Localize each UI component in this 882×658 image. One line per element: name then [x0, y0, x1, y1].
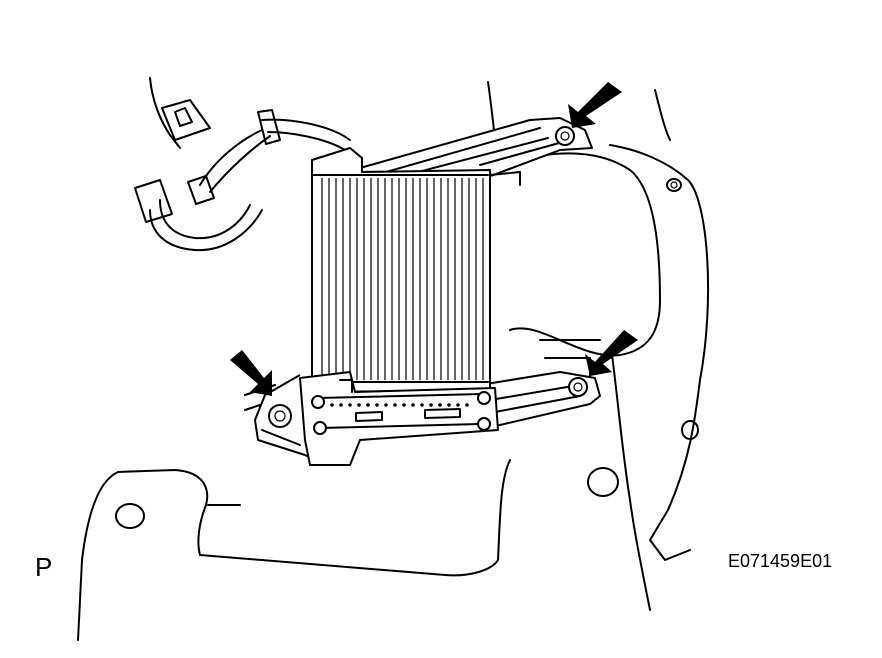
frame-rivet	[429, 403, 433, 407]
frame-rivet	[420, 403, 424, 407]
frame-rivet	[330, 403, 334, 407]
frame-rivet	[339, 403, 343, 407]
frame-rivet	[438, 403, 442, 407]
bolt-arrow-lower-right	[585, 330, 638, 376]
frame-rivet	[393, 403, 397, 407]
body-panel-upper	[149, 77, 211, 149]
cooler-frame-plate	[299, 371, 499, 466]
frame-rivet	[384, 403, 388, 407]
figure-code: E071459E01	[728, 551, 833, 571]
frame-rivet	[447, 403, 451, 407]
frame-rivet	[348, 403, 352, 407]
body-panel-right	[487, 81, 710, 611]
bolt-arrow-lower-left	[230, 350, 272, 396]
body-panel-lower	[77, 459, 511, 641]
frame-rivet	[465, 403, 469, 407]
view-label: P	[35, 552, 53, 582]
frame-rivet	[366, 403, 370, 407]
wire-harness	[134, 109, 351, 252]
bolt-arrow-upper-right	[568, 82, 622, 128]
frame-rivet-row	[330, 403, 469, 407]
frame-rivet	[375, 403, 379, 407]
frame-rivet	[411, 403, 415, 407]
frame-rivet	[402, 403, 406, 407]
frame-rivet	[357, 403, 361, 407]
frame-rivet	[456, 403, 460, 407]
oil-cooler	[311, 147, 491, 393]
cooler-fins	[321, 178, 484, 380]
